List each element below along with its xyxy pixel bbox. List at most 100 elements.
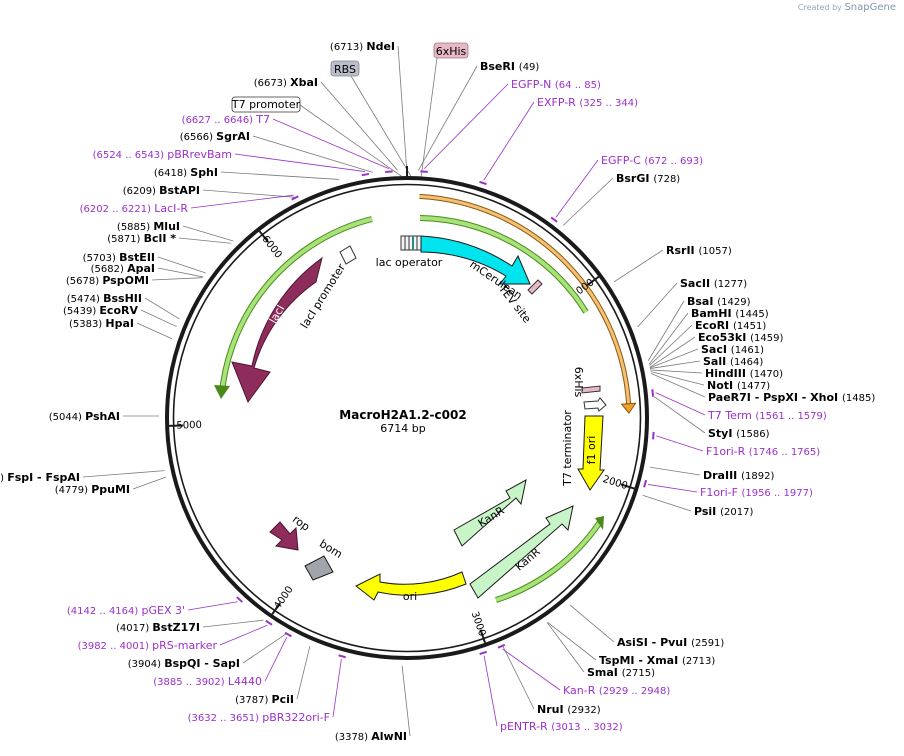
enzyme-label: (3904) BspQI - SapI	[128, 657, 240, 670]
primer-label-position: (3885 .. 3902)	[153, 677, 228, 688]
tick-label: 6000	[259, 234, 283, 261]
lead-line	[649, 360, 701, 369]
primer-label-position: (6202 .. 6221)	[80, 204, 155, 215]
enzyme-label: (6673) XbaI	[254, 76, 318, 89]
enzyme-label-position: (5678)	[66, 276, 102, 287]
enzyme-label: Eco53kI (1459)	[698, 331, 783, 344]
primer-label: (3885 .. 3902) L4440	[153, 675, 262, 688]
flag-rbs-box	[330, 60, 360, 77]
his-tag-box	[581, 385, 601, 394]
lead-line	[650, 372, 706, 398]
enzyme-label: StyI (1586)	[708, 427, 770, 440]
tick-label: 2000	[601, 474, 629, 492]
enzyme-label-position: (6713)	[330, 42, 366, 53]
flag-t7-promoter-box	[231, 96, 301, 113]
tick-mark	[620, 483, 635, 490]
enzyme-label: (5885) MluI	[117, 220, 180, 233]
lead-line	[546, 622, 585, 673]
enzyme-label-position: (3787)	[235, 695, 271, 706]
lead-line	[547, 621, 597, 661]
primer-site-mark	[361, 172, 370, 177]
primer-label-name: Kan-R	[563, 684, 599, 697]
plasmid-size: 6714 bp	[380, 422, 425, 435]
enzyme-label: (5703) BstEII	[83, 251, 155, 264]
enzyme-label-name: BstZ17I	[152, 621, 200, 634]
enzyme-label-position: (6566)	[180, 132, 216, 143]
lead-line	[182, 225, 234, 242]
enzyme-label: (5044) PshAI	[49, 410, 120, 423]
feature-label-6xhis: 6xHis	[572, 367, 585, 398]
enzyme-label-name: NruI	[537, 703, 567, 716]
enzyme-label-position: (2715)	[622, 668, 655, 679]
enzyme-label: AsiSI - PvuI (2591)	[617, 636, 724, 649]
mcerulean-region-arc-inner	[419, 216, 588, 314]
flag-rbs-lead	[350, 75, 413, 179]
enzyme-label-name: FspI - FspAI	[7, 471, 80, 484]
flag-6xhis-text: 6xHis	[436, 45, 467, 58]
primer-label-name: pENTR-R	[500, 720, 551, 733]
lead-line	[653, 396, 706, 434]
lead-line	[483, 101, 535, 181]
primer-site-mark	[291, 195, 299, 201]
plasmid-name: MacroH2A1.2-c002	[339, 408, 466, 422]
kanr-region-arc-inner	[495, 520, 602, 602]
lead-line	[649, 336, 696, 368]
primer-label: (3632 .. 3651) pBR322ori-F	[188, 711, 330, 724]
enzyme-label: (5678) PspOMI	[66, 274, 149, 287]
primer-label-position: (1561 .. 1579)	[755, 411, 827, 422]
enzyme-label-name: BamHI	[691, 307, 735, 320]
enzyme-label-position: (3378)	[335, 732, 371, 743]
lead-line	[234, 153, 365, 172]
enzyme-label-name: ApaI	[127, 262, 155, 275]
enzyme-label: (5682) ApaI	[91, 262, 155, 275]
watermark-brand: SnapGene	[844, 2, 896, 13]
primer-label: (4142 .. 4164) pGEX 3'	[67, 604, 185, 617]
primer-label-position: (6524 .. 6543)	[93, 150, 168, 161]
primer-label: T7 Term (1561 .. 1579)	[707, 409, 827, 422]
enzyme-label: NotI (1477)	[707, 379, 770, 392]
enzyme-label-position: (6418)	[154, 168, 190, 179]
enzyme-label-name: BspQI - SapI	[164, 657, 240, 670]
laci-region-arrowhead	[214, 385, 230, 399]
lead-line	[418, 65, 478, 171]
primer-label: (6627 .. 6646) T7	[182, 113, 270, 126]
enzyme-label-name: BssHII	[103, 292, 142, 305]
orange-cds-arrowhead	[620, 402, 637, 414]
enzyme-label: NruI (2932)	[537, 703, 601, 716]
primer-label-name: T7	[255, 113, 270, 126]
enzyme-label: DraIII (1892)	[703, 469, 774, 482]
watermark-prefix: Created by	[797, 3, 842, 12]
site-marks	[236, 170, 655, 659]
primer-label-name: pBR322ori-F	[262, 711, 330, 724]
lead-line	[332, 659, 342, 718]
enzyme-label-name: DraIII	[703, 469, 741, 482]
enzyme-label: SmaI (2715)	[587, 666, 655, 679]
tick-mark	[586, 276, 600, 286]
enzyme-label-name: BclI *	[144, 232, 177, 245]
enzyme-label-position: (1477)	[737, 381, 770, 392]
flag-6xhis-lead	[420, 57, 438, 179]
enzyme-label-name: HindIII	[705, 367, 750, 380]
lead-line	[650, 371, 705, 386]
enzyme-label: (5383) HpaI	[69, 317, 134, 330]
primer-label-name: EXFP-R	[537, 96, 579, 109]
enzyme-label-position: (1464)	[730, 357, 763, 368]
enzyme-label: RsrII (1057)	[666, 244, 732, 257]
lead-line	[202, 619, 264, 628]
enzyme-label-position: (4807)	[0, 473, 7, 484]
primer-site-mark	[284, 631, 292, 638]
primer-label-position: (64 .. 85)	[555, 80, 601, 91]
lead-line	[649, 348, 699, 369]
enzyme-label: BamHI (1445)	[691, 307, 769, 320]
tick-label: 4000	[272, 584, 295, 611]
flag-t7-promoter-text: T7 promoter	[231, 98, 301, 111]
enzyme-label-position: (728)	[653, 174, 680, 185]
t7-terminator-arrow	[583, 397, 607, 412]
primer-label-position: (325 .. 344)	[579, 98, 638, 109]
enzyme-label-position: (5439)	[63, 306, 99, 317]
enzyme-label-position: (2591)	[691, 638, 724, 649]
kanr-region-arrowhead	[595, 516, 604, 530]
flag-6xhis-box	[433, 42, 469, 59]
tick-label: 3000	[469, 610, 488, 638]
primer-label: (6202 .. 6221) LacI-R	[80, 202, 189, 215]
